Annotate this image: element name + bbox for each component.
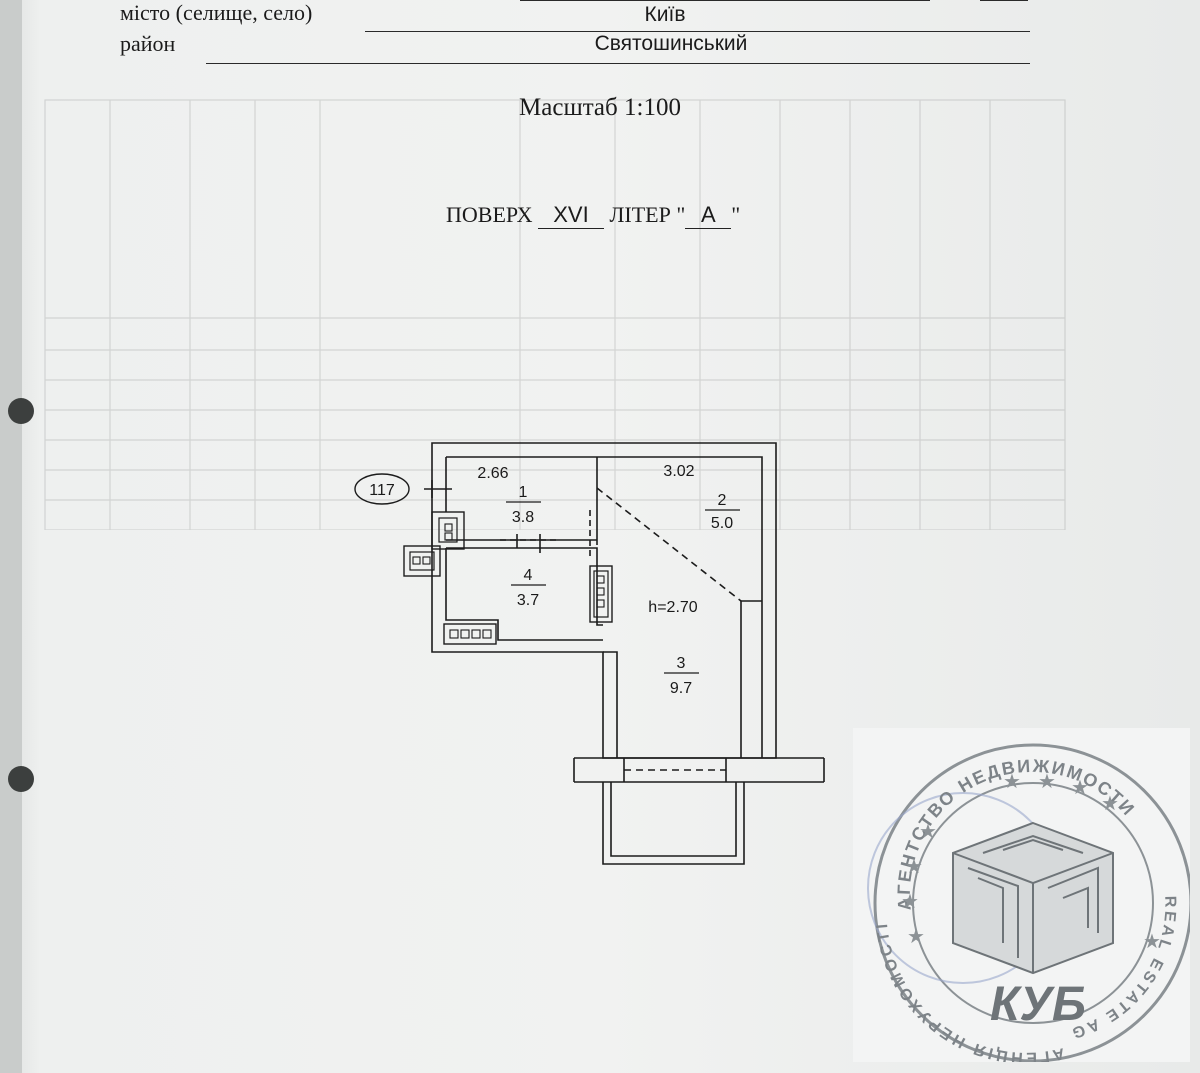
letter-label: ЛІТЕР [609, 202, 671, 227]
letter-value: А [685, 202, 732, 229]
toilet-knob-1 [444, 523, 453, 532]
partition-diagonal [596, 487, 742, 602]
stove-burner-1 [449, 629, 459, 639]
stove-burner-4 [482, 629, 492, 639]
room-4-wall [445, 547, 603, 641]
floor-label: ПОВЕРХ [446, 202, 533, 227]
apartment-number: 117 [369, 482, 395, 499]
fixture-bath [589, 565, 613, 623]
balcony-inner [610, 782, 737, 857]
fixture-sink-inner [409, 551, 435, 571]
scale-text: Масштаб 1:100 [519, 94, 681, 121]
paper-edge [0, 0, 22, 1073]
binder-hole-bottom [8, 766, 34, 792]
agency-stamp: АГЕНТСТВО НЕДВИЖИМОСТИ REAL ESTATE AGENC… [853, 728, 1190, 1062]
bath-knob-2 [596, 587, 605, 596]
room-1-number: 1 [519, 484, 528, 501]
balcony-wall [573, 757, 825, 783]
district-label: район [120, 31, 176, 56]
top-cut-line-right [980, 0, 1028, 1]
binder-hole-top [8, 398, 34, 424]
floor-letter-line: ПОВЕРХ XVI ЛІТЕР "А" [446, 202, 740, 229]
star-icon: ★ [1071, 777, 1089, 799]
district-value: Святошинський [594, 32, 748, 55]
stamp-logo-text: КУБ [990, 978, 1086, 1031]
dim-top-right: 3.02 [663, 463, 694, 480]
show-through-table [44, 99, 1066, 530]
fixture-stove [443, 623, 497, 645]
stamp-outer-ring [873, 743, 1190, 1062]
city-underline [365, 31, 1030, 32]
cube-logo-icon [952, 821, 1114, 975]
floor-value: XVI [537, 202, 604, 229]
fixture-sink [403, 545, 441, 577]
room-2-number: 2 [718, 492, 727, 509]
room-2-area: 5.0 [711, 515, 733, 532]
letter-quote-close: " [731, 202, 741, 227]
ceiling-height: h=2.70 [648, 599, 697, 616]
bath-knob-1 [596, 575, 605, 584]
inner-wall [445, 456, 763, 758]
dim-top-left: 2.66 [477, 465, 508, 482]
star-icon: ★ [1038, 771, 1056, 793]
letter-quote-open: " [676, 202, 686, 227]
fixture-toilet [431, 511, 465, 550]
room-3-number: 3 [677, 655, 686, 672]
sink-knob-1 [412, 556, 421, 565]
sink-knob-2 [422, 556, 431, 565]
star-icon: ★ [1101, 793, 1119, 815]
star-icon: ★ [905, 856, 923, 878]
city-value: Київ [644, 3, 686, 26]
fixture-bath-inner [593, 570, 609, 618]
apartment-number-ellipse [354, 473, 410, 505]
fixture-toilet-inner [438, 517, 458, 543]
stamp-inner-ring [912, 782, 1154, 1024]
city-label: місто (селище, село) [120, 0, 313, 25]
star-icon: ★ [901, 891, 919, 913]
star-icon: ★ [907, 926, 925, 948]
star-icon: ★ [1003, 771, 1021, 793]
stove-burner-2 [460, 629, 470, 639]
toilet-knob-2 [444, 532, 453, 541]
agency-stamp-box: АГЕНТСТВО НЕДВИЖИМОСТИ REAL ESTATE AGENC… [853, 728, 1190, 1062]
star-icon: ★ [919, 821, 937, 843]
district-underline [206, 63, 1030, 64]
room-1-area: 3.8 [512, 509, 534, 526]
stove-burner-3 [471, 629, 481, 639]
top-cut-line-left [520, 0, 930, 1]
star-icon: ★ [1143, 931, 1161, 953]
room-4-number: 4 [524, 567, 533, 584]
balcony-outline [602, 782, 745, 865]
room-3-area: 9.7 [670, 680, 692, 697]
bath-knob-3 [596, 599, 605, 608]
room-4-area: 3.7 [517, 592, 539, 609]
